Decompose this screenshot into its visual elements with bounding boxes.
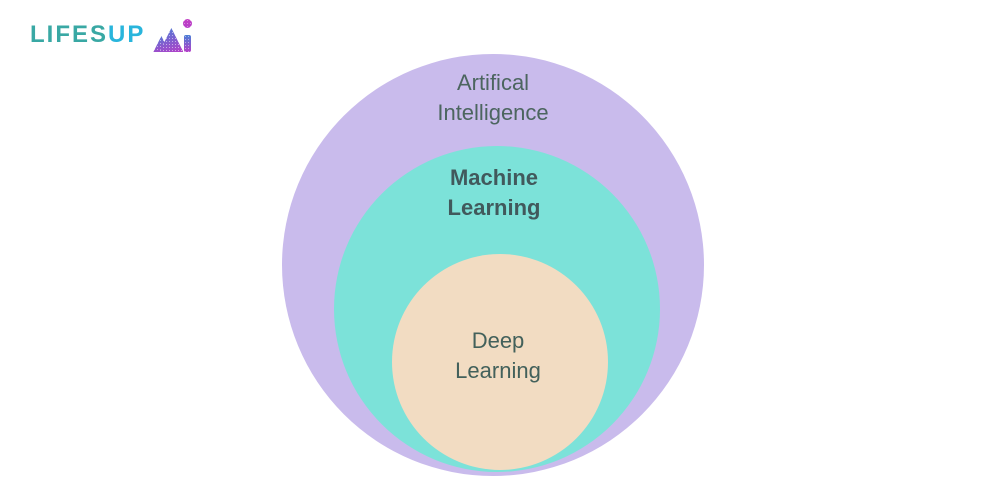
label-artificial-intelligence: Artifical Intelligence: [437, 68, 548, 128]
monogram-i-dot-icon: [183, 19, 193, 28]
label-line: Machine: [449, 165, 539, 190]
lifesup-ai-logo: LIFESUP: [30, 16, 195, 52]
label-line: Intelligence: [437, 100, 549, 125]
monogram-i-stem-icon: [184, 35, 192, 52]
logo-text-lifes: LIFES: [30, 21, 109, 48]
label-line: Learning: [455, 358, 541, 383]
circle-deep-learning: [392, 254, 608, 470]
label-machine-learning: Machine Learning: [448, 163, 541, 223]
label-line: Deep: [471, 328, 525, 353]
label-deep-learning: Deep Learning: [455, 326, 541, 386]
label-line: Learning: [447, 195, 541, 220]
logo-wordmark: LIFESUP: [30, 18, 145, 52]
label-line: Artifical: [456, 70, 530, 95]
logo-ai-monogram-icon: [153, 14, 195, 52]
logo-text-up: UP: [108, 21, 146, 48]
